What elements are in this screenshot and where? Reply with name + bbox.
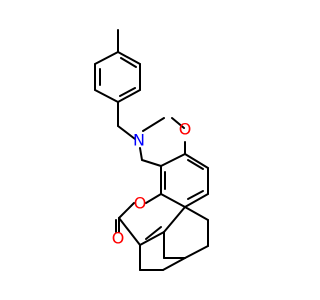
oxazine-oxygen-atom-label: O [179,120,192,139]
carbonyl-oxygen-atom-label: O [112,229,125,248]
bond-lines [94,29,209,271]
chemical-structure-diagram: N O O O [94,29,209,271]
nitrogen-atom-label: N [133,131,145,150]
lactone-ring-oxygen-atom-label: O [134,194,147,213]
atom-labels: N O O O [112,120,192,248]
